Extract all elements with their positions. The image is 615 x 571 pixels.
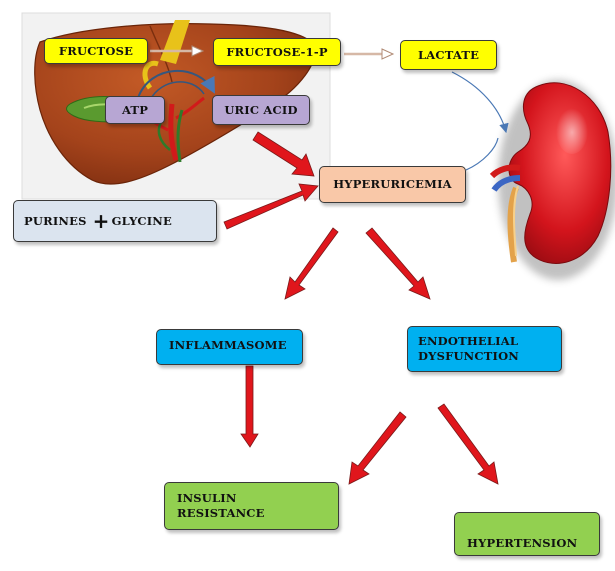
- node-insulin-resistance: INSULIN RESISTANCE: [164, 482, 339, 530]
- node-uric-acid: URIC ACID: [212, 95, 310, 125]
- kidney-illustration: [489, 80, 615, 280]
- node-fructose-label: FRUCTOSE: [58, 43, 134, 58]
- node-hyperuricemia-label: HYPERURICEMIA: [333, 177, 452, 191]
- node-lactate: LACTATE: [400, 40, 497, 70]
- node-purines-glycine: PURINES + GLYCINE: [13, 200, 217, 242]
- node-fructose: FRUCTOSE: [44, 38, 148, 64]
- node-insulin-label-2: RESISTANCE: [177, 506, 265, 520]
- node-lactate-label: LACTATE: [417, 47, 480, 62]
- node-purines-label: PURINES: [24, 213, 87, 228]
- node-hyperuricemia: HYPERURICEMIA: [319, 166, 466, 203]
- node-atp: ATP: [105, 96, 165, 124]
- arrow-to-hypertension: [437, 403, 499, 485]
- flow-arrows-red: [223, 131, 499, 485]
- node-atp-label: ATP: [121, 102, 149, 117]
- arrow-to-insulin: [240, 365, 259, 448]
- arrow-to-inflammasome: [284, 227, 339, 300]
- arrow-to-endothelial: [365, 227, 431, 300]
- flow-arrows-thin: [150, 45, 509, 171]
- node-fructose-1-p-label: FRUCTOSE-1-P: [226, 44, 328, 59]
- node-uric-acid-label: URIC ACID: [224, 102, 298, 117]
- node-endothelial-label-2: DYSFUNCTION: [418, 349, 520, 363]
- node-hypertension: HYPERTENSION: [454, 512, 600, 556]
- node-glycine-label: GLYCINE: [111, 213, 172, 228]
- arrow-uric-to-hyperuricemia: [252, 131, 315, 177]
- node-inflammasome-label: INFLAMMASOME: [169, 338, 287, 352]
- node-hypertension-label: HYPERTENSION: [467, 536, 578, 550]
- node-inflammasome: INFLAMMASOME: [156, 329, 303, 365]
- plus-sign: +: [92, 208, 110, 233]
- arrow-to-insulin-resistance: [348, 411, 407, 485]
- node-endothelial-label-1: ENDOTHELIAL: [418, 334, 519, 348]
- node-insulin-label-1: INSULIN: [177, 491, 237, 505]
- node-fructose-1-p: FRUCTOSE-1-P: [213, 38, 341, 66]
- arrow-purines-to-hyperuricemia: [223, 183, 319, 230]
- node-endothelial-dysfunction: ENDOTHELIAL DYSFUNCTION: [407, 326, 562, 372]
